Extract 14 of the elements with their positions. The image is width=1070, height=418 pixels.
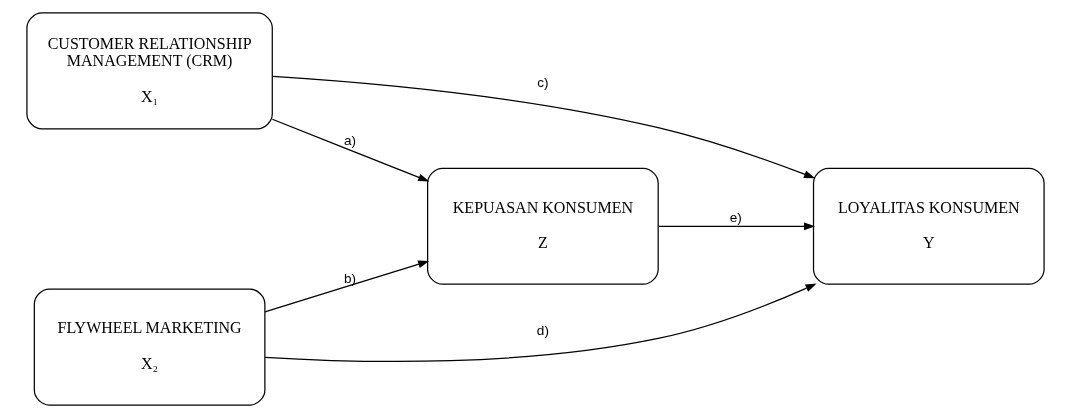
edge-label: d): [536, 322, 549, 338]
arrow: [263, 260, 429, 313]
arrow: [657, 222, 815, 231]
node-box: LOYALITAS KONSUMEN Y: [812, 167, 1045, 285]
edge-label: e): [729, 210, 742, 226]
edge-label: a): [343, 132, 356, 148]
arrow: [271, 75, 815, 179]
node-box: KEPUASAN KONSUMEN Z: [426, 167, 659, 285]
node-box: FLYWHEEL MARKETING X₂: [33, 288, 265, 406]
arrow: [271, 118, 429, 182]
edge-label: b): [343, 270, 356, 286]
edge-label: c): [536, 74, 549, 90]
arrow: [263, 283, 817, 362]
node-box: CUSTOMER RELATIONSHIP MANAGEMENT (CRM) X₁: [25, 12, 273, 130]
